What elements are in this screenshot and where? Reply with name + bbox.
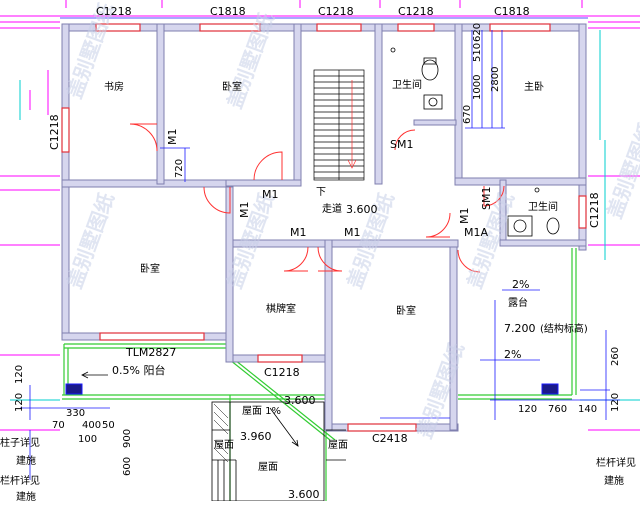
note-right-2: 建施: [604, 474, 624, 487]
dim-right-120b: 120: [610, 393, 621, 412]
dim-right-140: 140: [578, 404, 597, 415]
terrace-slope-1: 2%: [512, 278, 529, 291]
window-top-1: [95, 23, 141, 32]
balcony-label: 0.5% 阳台: [112, 363, 165, 377]
room-master: 主卧: [524, 80, 544, 93]
dim-620: 620: [472, 23, 483, 42]
dim-2800: 2800: [490, 67, 501, 92]
dim-510: 510: [472, 43, 483, 62]
corridor-label: 走道: [322, 202, 342, 215]
tlm-label: TLM2827: [125, 346, 176, 359]
dim-right-260: 260: [610, 347, 621, 366]
terrace-slope-2: 2%: [504, 348, 521, 361]
window-label-right: C1218: [588, 192, 601, 228]
door-label-chess: M1: [290, 226, 307, 239]
roof-hatch: [213, 403, 229, 463]
note-left-3: 栏杆详见: [0, 474, 40, 487]
dim-left-70: 70: [52, 420, 65, 431]
dim-left-120a: 120: [14, 365, 25, 384]
dim-left-400: 400: [82, 420, 101, 431]
door-label-study: M1: [166, 129, 179, 146]
staircase: [313, 69, 365, 181]
window-label-top-2: C1818: [210, 5, 246, 18]
dim-670: 670: [462, 105, 473, 124]
window-label-top-3: C1218: [318, 5, 354, 18]
roof-label-bottom: 屋面: [258, 461, 278, 473]
window-left: [61, 107, 70, 153]
door-label-corridor-1: M1: [262, 188, 279, 201]
room-terrace: 露台: [508, 296, 528, 309]
room-bedroom-left: 卧室: [140, 262, 160, 275]
window-top-3: [316, 23, 362, 32]
room-bath-top: 卫生间: [392, 78, 422, 91]
roof-label-right: 屋面: [328, 439, 348, 451]
windows: [61, 23, 587, 432]
note-left-1: 柱子详见: [0, 436, 40, 449]
roof-slope-label: 屋面 1%: [242, 405, 281, 417]
svg-text:盖别墅图纸: 盖别墅图纸: [602, 120, 640, 222]
axis-grid-lines: [0, 0, 640, 431]
terrace-elevation: 7.200: [504, 322, 536, 335]
door-label-left-bedroom: M1: [238, 202, 251, 219]
svg-text:盖别墅图纸: 盖别墅图纸: [62, 190, 119, 292]
door-label-sm1-right: SM1: [480, 187, 493, 210]
dim-left-120b: 120: [14, 393, 25, 412]
slope-arrows: [81, 371, 299, 447]
stair-treads: [314, 75, 364, 179]
sanitary-fixtures: [390, 47, 560, 237]
dim-left-50: 50: [102, 420, 115, 431]
dim-left-100: 100: [78, 434, 97, 445]
window-label-bottom-c1218: C1218: [264, 366, 300, 379]
room-bedroom-mid: 卧室: [396, 304, 416, 317]
room-bedroom-top: 卧室: [222, 80, 242, 93]
window-label-left: C1218: [48, 114, 61, 150]
window-top-4: [397, 23, 435, 32]
window-bottom-c1218: [257, 354, 303, 363]
window-label-top-5: C1818: [494, 5, 530, 18]
note-right-1: 栏杆详见: [596, 456, 636, 469]
roof-elevation-1: 3.600: [284, 394, 316, 407]
room-study: 书房: [104, 80, 124, 93]
room-chess: 棋牌室: [266, 302, 296, 315]
doors: [129, 123, 505, 273]
room-bath-right: 卫生间: [528, 200, 558, 213]
corridor-elevation: 3.600: [346, 203, 378, 216]
elevation-bottom: 3.600: [288, 488, 320, 501]
window-right: [578, 195, 587, 229]
window-bottom-tlm: [99, 332, 205, 341]
door-label-mid-bedroom: M1: [344, 226, 361, 239]
door-label-master: M1: [458, 208, 471, 225]
terrace-note: (结构标高): [540, 322, 588, 335]
window-top-5: [489, 23, 551, 32]
window-bottom-c2418: [347, 423, 417, 432]
window-top-2: [199, 23, 261, 32]
dim-left-330: 330: [66, 408, 85, 419]
door-label-m1a: M1A: [464, 226, 488, 239]
dimension-lines: [20, 17, 620, 480]
window-label-top-1: C1218: [96, 5, 132, 18]
dim-right-760: 760: [548, 404, 567, 415]
stair-down-label: 下: [316, 187, 326, 198]
door-label-sm1-top: SM1: [390, 138, 413, 151]
dim-720: 720: [174, 159, 185, 178]
note-left-4: 建施: [16, 490, 36, 501]
dim-left-900: 900: [122, 429, 133, 448]
note-left-2: 建施: [16, 454, 36, 467]
dim-left-600: 600: [122, 457, 133, 476]
dim-right-120: 120: [518, 404, 537, 415]
window-label-c2418: C2418: [372, 432, 408, 445]
roof-elevation-2: 3.960: [240, 430, 272, 443]
window-label-top-4: C1218: [398, 5, 434, 18]
balcony-columns: [65, 383, 559, 395]
dim-1000: 1000: [472, 75, 483, 100]
roof-label-left: 屋面: [214, 439, 234, 451]
